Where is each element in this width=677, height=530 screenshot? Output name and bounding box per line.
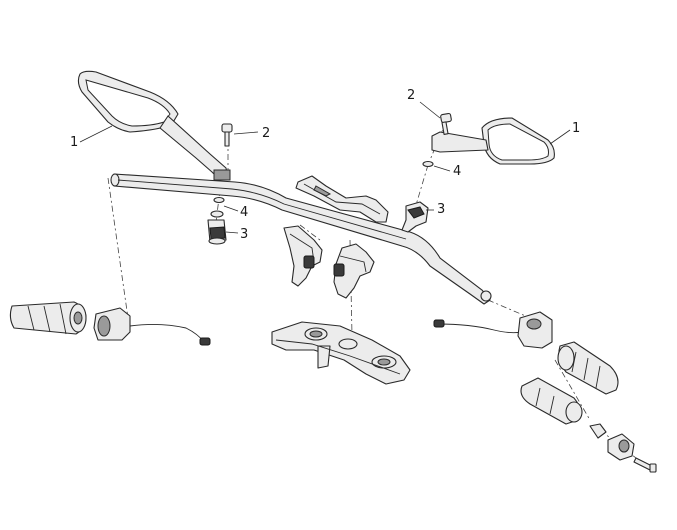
callout-left-screw: 2	[262, 126, 270, 141]
left-switch-housing	[93, 307, 211, 346]
callout-right-washer: 4	[453, 164, 461, 179]
callout-left-mirror: 1	[70, 135, 78, 150]
left-washer	[210, 196, 225, 218]
left-grip	[9, 301, 87, 335]
callout-left-clamp: 3	[240, 227, 248, 242]
left-mirror	[77, 70, 231, 181]
spare-grip	[520, 377, 583, 425]
right-throttle-grip	[557, 341, 619, 395]
handlebar	[110, 173, 492, 305]
callout-right-clamp: 3	[437, 202, 445, 217]
right-clamp	[401, 201, 429, 233]
right-washer	[422, 160, 434, 168]
callout-left-washer: 4	[240, 205, 248, 220]
handlebar-top-clamp	[295, 175, 389, 223]
right-mirror	[431, 117, 555, 165]
right-switch-housing	[433, 311, 553, 349]
left-riser	[283, 225, 323, 287]
bar-end-weight	[589, 423, 657, 473]
right-riser	[333, 243, 375, 299]
left-screw	[221, 123, 233, 147]
callout-right-mirror: 1	[572, 121, 580, 136]
triple-clamp	[271, 321, 411, 385]
left-clamp	[207, 219, 227, 245]
callout-right-screw: 2	[407, 88, 415, 103]
right-screw	[440, 112, 452, 135]
